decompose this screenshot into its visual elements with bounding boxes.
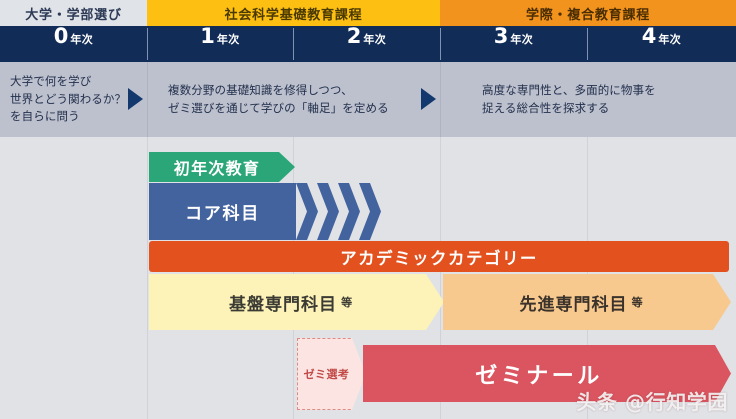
- bar-label: コア科目: [185, 204, 260, 224]
- year-cell-3: 3 年次: [440, 26, 587, 62]
- stage-label: 大学・学部選び: [25, 7, 122, 23]
- stage-label: 学際・複合教育課程: [525, 7, 651, 23]
- gridline: [147, 137, 148, 419]
- bar-foundation-subjects[interactable]: 基盤専門科目 等: [149, 274, 444, 330]
- description-band: [0, 62, 736, 137]
- column-divider: [440, 62, 441, 137]
- description-text: 大学で何を学び 世界とどう関わるか？ を自らに問う: [10, 73, 127, 124]
- bar-label: ゼミ選考: [303, 368, 350, 381]
- year-cell-0: 0 年次: [0, 26, 147, 62]
- year-number: 2: [346, 24, 362, 48]
- year-divider: [440, 28, 441, 60]
- description-stage-2: 高度な専門性と、多面的に物事を 捉える総合性を探求する: [482, 62, 732, 137]
- year-number: 4: [641, 24, 657, 48]
- bar-label: 初年次教育: [173, 159, 261, 178]
- year-divider: [293, 28, 294, 60]
- bar-label: 基盤専門科目: [228, 294, 338, 315]
- stage-header-social-science-basic: 社会科学基礎教育課程: [147, 0, 440, 26]
- year-cell-4: 4 年次: [587, 26, 736, 62]
- year-suffix: 年次: [363, 33, 387, 46]
- bar-academic-category[interactable]: アカデミックカテゴリー: [149, 241, 729, 272]
- year-number: 0: [53, 24, 69, 48]
- flow-arrow-icon: [421, 88, 436, 110]
- stage-label: 社会科学基礎教育課程: [224, 7, 363, 23]
- chevron-arrows-icon: [296, 183, 394, 240]
- bar-core-subjects[interactable]: コア科目: [149, 183, 296, 240]
- bar-label: アカデミックカテゴリー: [340, 248, 538, 268]
- bar-seminar[interactable]: ゼミナール: [363, 345, 731, 402]
- year-suffix: 年次: [70, 33, 94, 46]
- description-text: 複数分野の基礎知識を修得しつつ、 ゼミ選びを通じて学びの「軸足」を定める: [168, 82, 389, 115]
- bar-seminar-selection[interactable]: ゼミ選考: [297, 338, 366, 410]
- description-text: 高度な専門性と、多面的に物事を 捉える総合性を探求する: [482, 82, 656, 115]
- year-divider: [587, 28, 588, 60]
- bar-label-suffix: 等: [631, 296, 643, 309]
- year-cell-1: 1 年次: [147, 26, 293, 62]
- year-cell-2: 2 年次: [293, 26, 440, 62]
- year-suffix: 年次: [510, 33, 534, 46]
- year-row: [0, 26, 736, 62]
- bar-advanced-subjects[interactable]: 先進専門科目 等: [443, 274, 731, 330]
- bar-label: ゼミナール: [475, 363, 603, 389]
- gridline: [440, 137, 441, 419]
- year-suffix: 年次: [658, 33, 682, 46]
- bar-label: 先進専門科目: [519, 294, 628, 315]
- year-number: 3: [493, 24, 509, 48]
- year-number: 1: [200, 24, 215, 48]
- column-divider: [147, 62, 148, 137]
- flow-arrow-icon: [128, 88, 143, 110]
- stage-header-university-choice: 大学・学部選び: [0, 0, 147, 26]
- year-suffix: 年次: [216, 33, 240, 46]
- watermark: 头条 @行知学园: [576, 390, 728, 414]
- stage-header-interdisciplinary: 学際・複合教育課程: [440, 0, 736, 26]
- bar-label-suffix: 等: [341, 296, 353, 309]
- bar-first-year-education[interactable]: 初年次教育: [149, 152, 295, 182]
- description-stage-0: 大学で何を学び 世界とどう関わるか？ を自らに問う: [10, 62, 130, 137]
- description-stage-1: 複数分野の基礎知識を修得しつつ、 ゼミ選びを通じて学びの「軸足」を定める: [168, 62, 418, 137]
- year-divider: [147, 28, 148, 60]
